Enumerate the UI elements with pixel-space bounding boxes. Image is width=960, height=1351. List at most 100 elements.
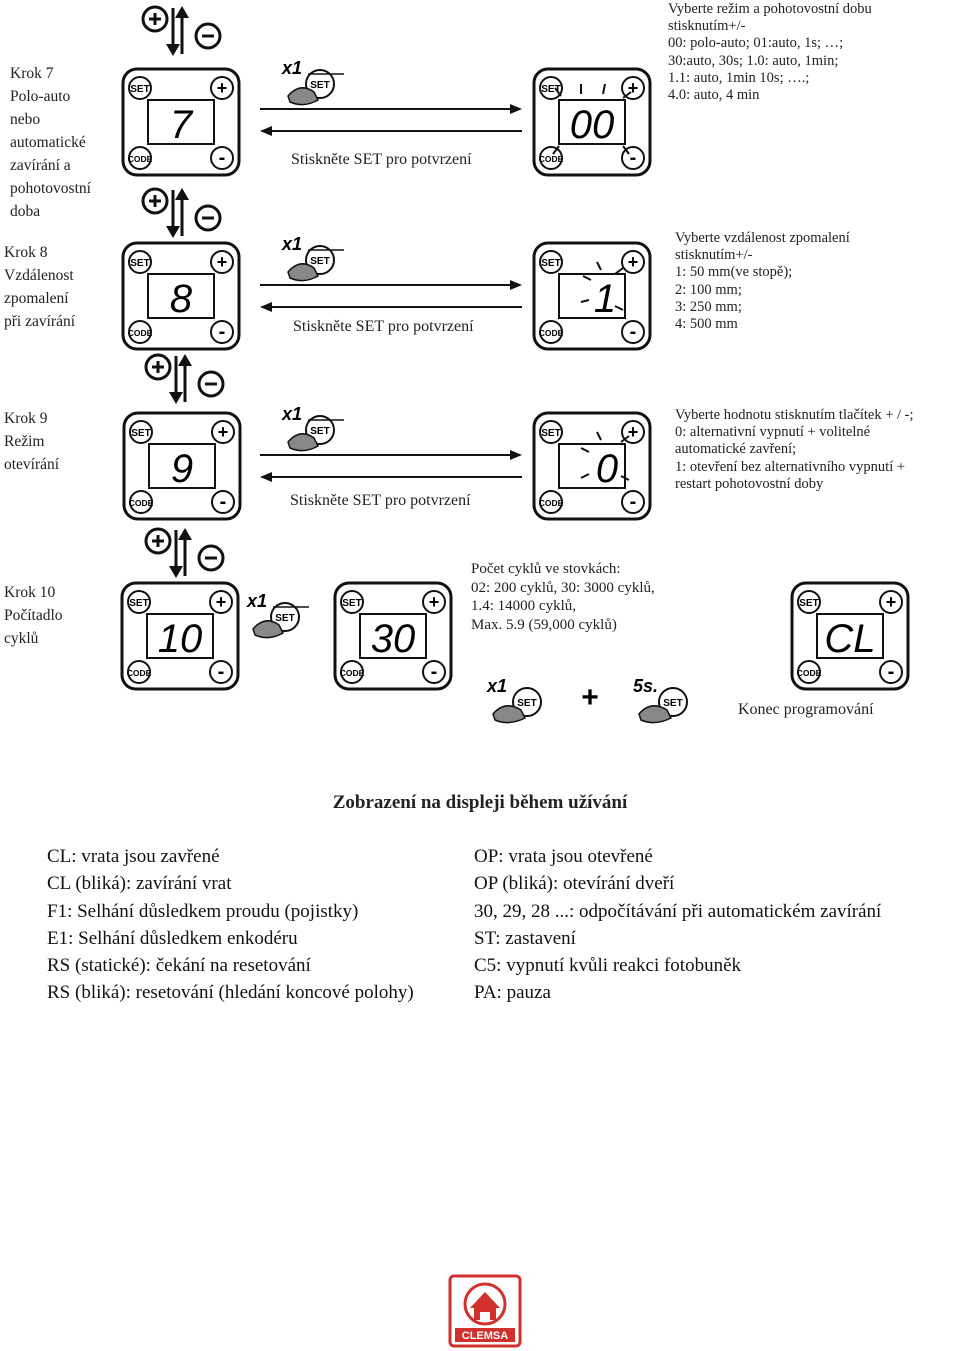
- control-panel-display: SET + CODE - 7: [121, 67, 241, 177]
- set-label: SET: [310, 80, 329, 91]
- plus-minus-arrows-icon: [141, 5, 222, 56]
- label-line: zpomalení: [4, 290, 69, 307]
- times-label: x1: [486, 676, 507, 696]
- label-line: doba: [10, 203, 41, 220]
- desc-line: stisknutím+/-: [668, 18, 746, 35]
- arrow-up-icon: [178, 528, 192, 576]
- set-label: SET: [129, 598, 148, 609]
- set-label: SET: [663, 698, 682, 709]
- legend-item: E1: Selhání důsledkem enkodéru: [47, 927, 298, 949]
- step-9-label: Krok 9 Režim otevírání: [4, 407, 59, 476]
- code-label: CODE: [128, 328, 153, 338]
- minus-icon: [197, 370, 225, 398]
- legend-item: CL (bliká): zavírání vrat: [47, 873, 232, 895]
- minus-label: -: [219, 147, 226, 169]
- arrow-down-icon: [169, 530, 183, 578]
- label-line: zavírání a: [10, 157, 71, 174]
- finger-press-icon: x1 SET: [281, 234, 344, 282]
- legend-item: OP (bliká): otevírání dveří: [474, 873, 675, 895]
- display-digits: 1: [594, 277, 616, 321]
- label-line: Polo-auto: [10, 88, 71, 105]
- section-title: Zobrazení na displeji během užívání: [332, 792, 628, 813]
- plus-icon: [141, 5, 169, 33]
- legend-item: F1: Selhání důsledkem proudu (pojistky): [47, 900, 359, 922]
- plus-label: +: [217, 252, 228, 272]
- set-label: SET: [131, 428, 150, 439]
- code-label: CODE: [127, 668, 152, 678]
- desc-line: 2: 100 mm;: [675, 281, 742, 298]
- minus-label: -: [218, 661, 225, 683]
- set-label: SET: [275, 613, 294, 624]
- step-10-label: Krok 10 Počítadlo cyklů: [4, 581, 63, 650]
- legend-item: 30, 29, 28 ...: odpočítávání při automat…: [474, 900, 882, 922]
- desc-line: 1: 50 mm(ve stopě);: [675, 264, 793, 281]
- minus-icon: [197, 544, 225, 572]
- double-arrow-icon: [260, 450, 522, 482]
- display-digits: 00: [570, 103, 615, 147]
- minus-label: -: [431, 661, 438, 683]
- set-label: SET: [130, 84, 149, 95]
- desc-line: Max. 5.9 (59,000 cyklů): [471, 616, 617, 633]
- step-7-label: Krok 7 Polo-auto nebo automatické zavírá…: [10, 62, 91, 223]
- desc-line: 02: 200 cyklů, 30: 3000 cyklů,: [471, 579, 655, 596]
- plus-label: +: [429, 592, 440, 612]
- plus-icon: [144, 527, 172, 555]
- code-label: CODE: [129, 498, 154, 508]
- finger-press-icon: x1 SET: [281, 404, 344, 452]
- end-programming-text: Konec programování: [738, 701, 874, 718]
- plus-label: +: [628, 422, 639, 442]
- times-label: x1: [281, 234, 302, 254]
- step-8-label: Krok 8 Vzdálenost zpomalení při zavírání: [4, 241, 75, 333]
- code-label: CODE: [539, 328, 564, 338]
- step-9-description: Vyberte hodnotu stisknutím tlačítek + / …: [675, 407, 914, 493]
- arrow-up-icon: [175, 6, 189, 54]
- label-line: otevírání: [4, 456, 60, 473]
- set-label: SET: [342, 598, 361, 609]
- control-panel-display-blinking: SET + CODE - 0: [532, 411, 652, 521]
- minus-label: -: [630, 147, 637, 169]
- plus-minus-arrows-icon: [141, 187, 222, 238]
- confirm-text: Stiskněte SET pro potvrzení: [291, 151, 472, 168]
- desc-line: automatické zavření;: [675, 441, 797, 458]
- finger-press-icon: x1 SET: [281, 58, 344, 106]
- display-digits: 8: [170, 277, 193, 321]
- label-line: Režim: [4, 433, 45, 450]
- code-label: CODE: [340, 668, 365, 678]
- set-label: SET: [310, 256, 329, 267]
- label-line: cyklů: [4, 630, 39, 647]
- desc-line: 0: alternativní vypnutí + volitelné: [675, 424, 871, 441]
- legend-item: RS (statické): čekání na resetování: [47, 955, 311, 977]
- display-digits: 10: [158, 617, 203, 661]
- label-line: při zavírání: [4, 313, 76, 330]
- times-label: x1: [246, 591, 267, 611]
- control-panel-display: SET + CODE - 9: [122, 411, 242, 521]
- plus-icon: [141, 187, 169, 215]
- clemsa-logo: CLEMSA: [448, 1274, 522, 1348]
- label-line: automatické: [10, 134, 86, 151]
- plus-label: +: [218, 422, 229, 442]
- logo-text: CLEMSA: [462, 1330, 509, 1342]
- desc-line: restart pohotovostní doby: [675, 475, 824, 492]
- desc-line: Vyberte hodnotu stisknutím tlačítek + / …: [675, 407, 914, 423]
- step-8-description: Vyberte vzdálenost zpomalení stisknutím+…: [675, 230, 850, 333]
- arrow-down-icon: [169, 356, 183, 404]
- plus-minus-arrows-icon: [144, 527, 225, 578]
- set-label: SET: [541, 258, 560, 269]
- arrow-up-icon: [178, 354, 192, 402]
- finger-press-hold-icon: 5s. SET: [633, 676, 688, 724]
- desc-line: 3: 250 mm;: [675, 298, 742, 315]
- desc-line: 1: otevření bez alternativního vypnutí +: [675, 458, 906, 475]
- desc-line: 30:auto, 30s; 1.0: auto, 1min;: [668, 52, 839, 69]
- set-label: SET: [310, 426, 329, 437]
- minus-label: -: [220, 491, 227, 513]
- display-digits: 9: [171, 447, 193, 491]
- set-label: SET: [541, 428, 560, 439]
- desc-line: 1.4: 14000 cyklů,: [471, 598, 576, 614]
- label-line: Krok 8: [4, 244, 48, 261]
- plus-sign: +: [581, 684, 599, 710]
- desc-line: 00: polo-auto; 01:auto, 1s; …;: [668, 35, 844, 52]
- minus-icon: [194, 204, 222, 232]
- plus-label: +: [628, 78, 639, 98]
- step-7-description: Vyberte režim a pohotovostní dobu stiskn…: [668, 1, 872, 104]
- legend-left: CL: vrata jsou zavřené CL (bliká): zavír…: [47, 843, 414, 1007]
